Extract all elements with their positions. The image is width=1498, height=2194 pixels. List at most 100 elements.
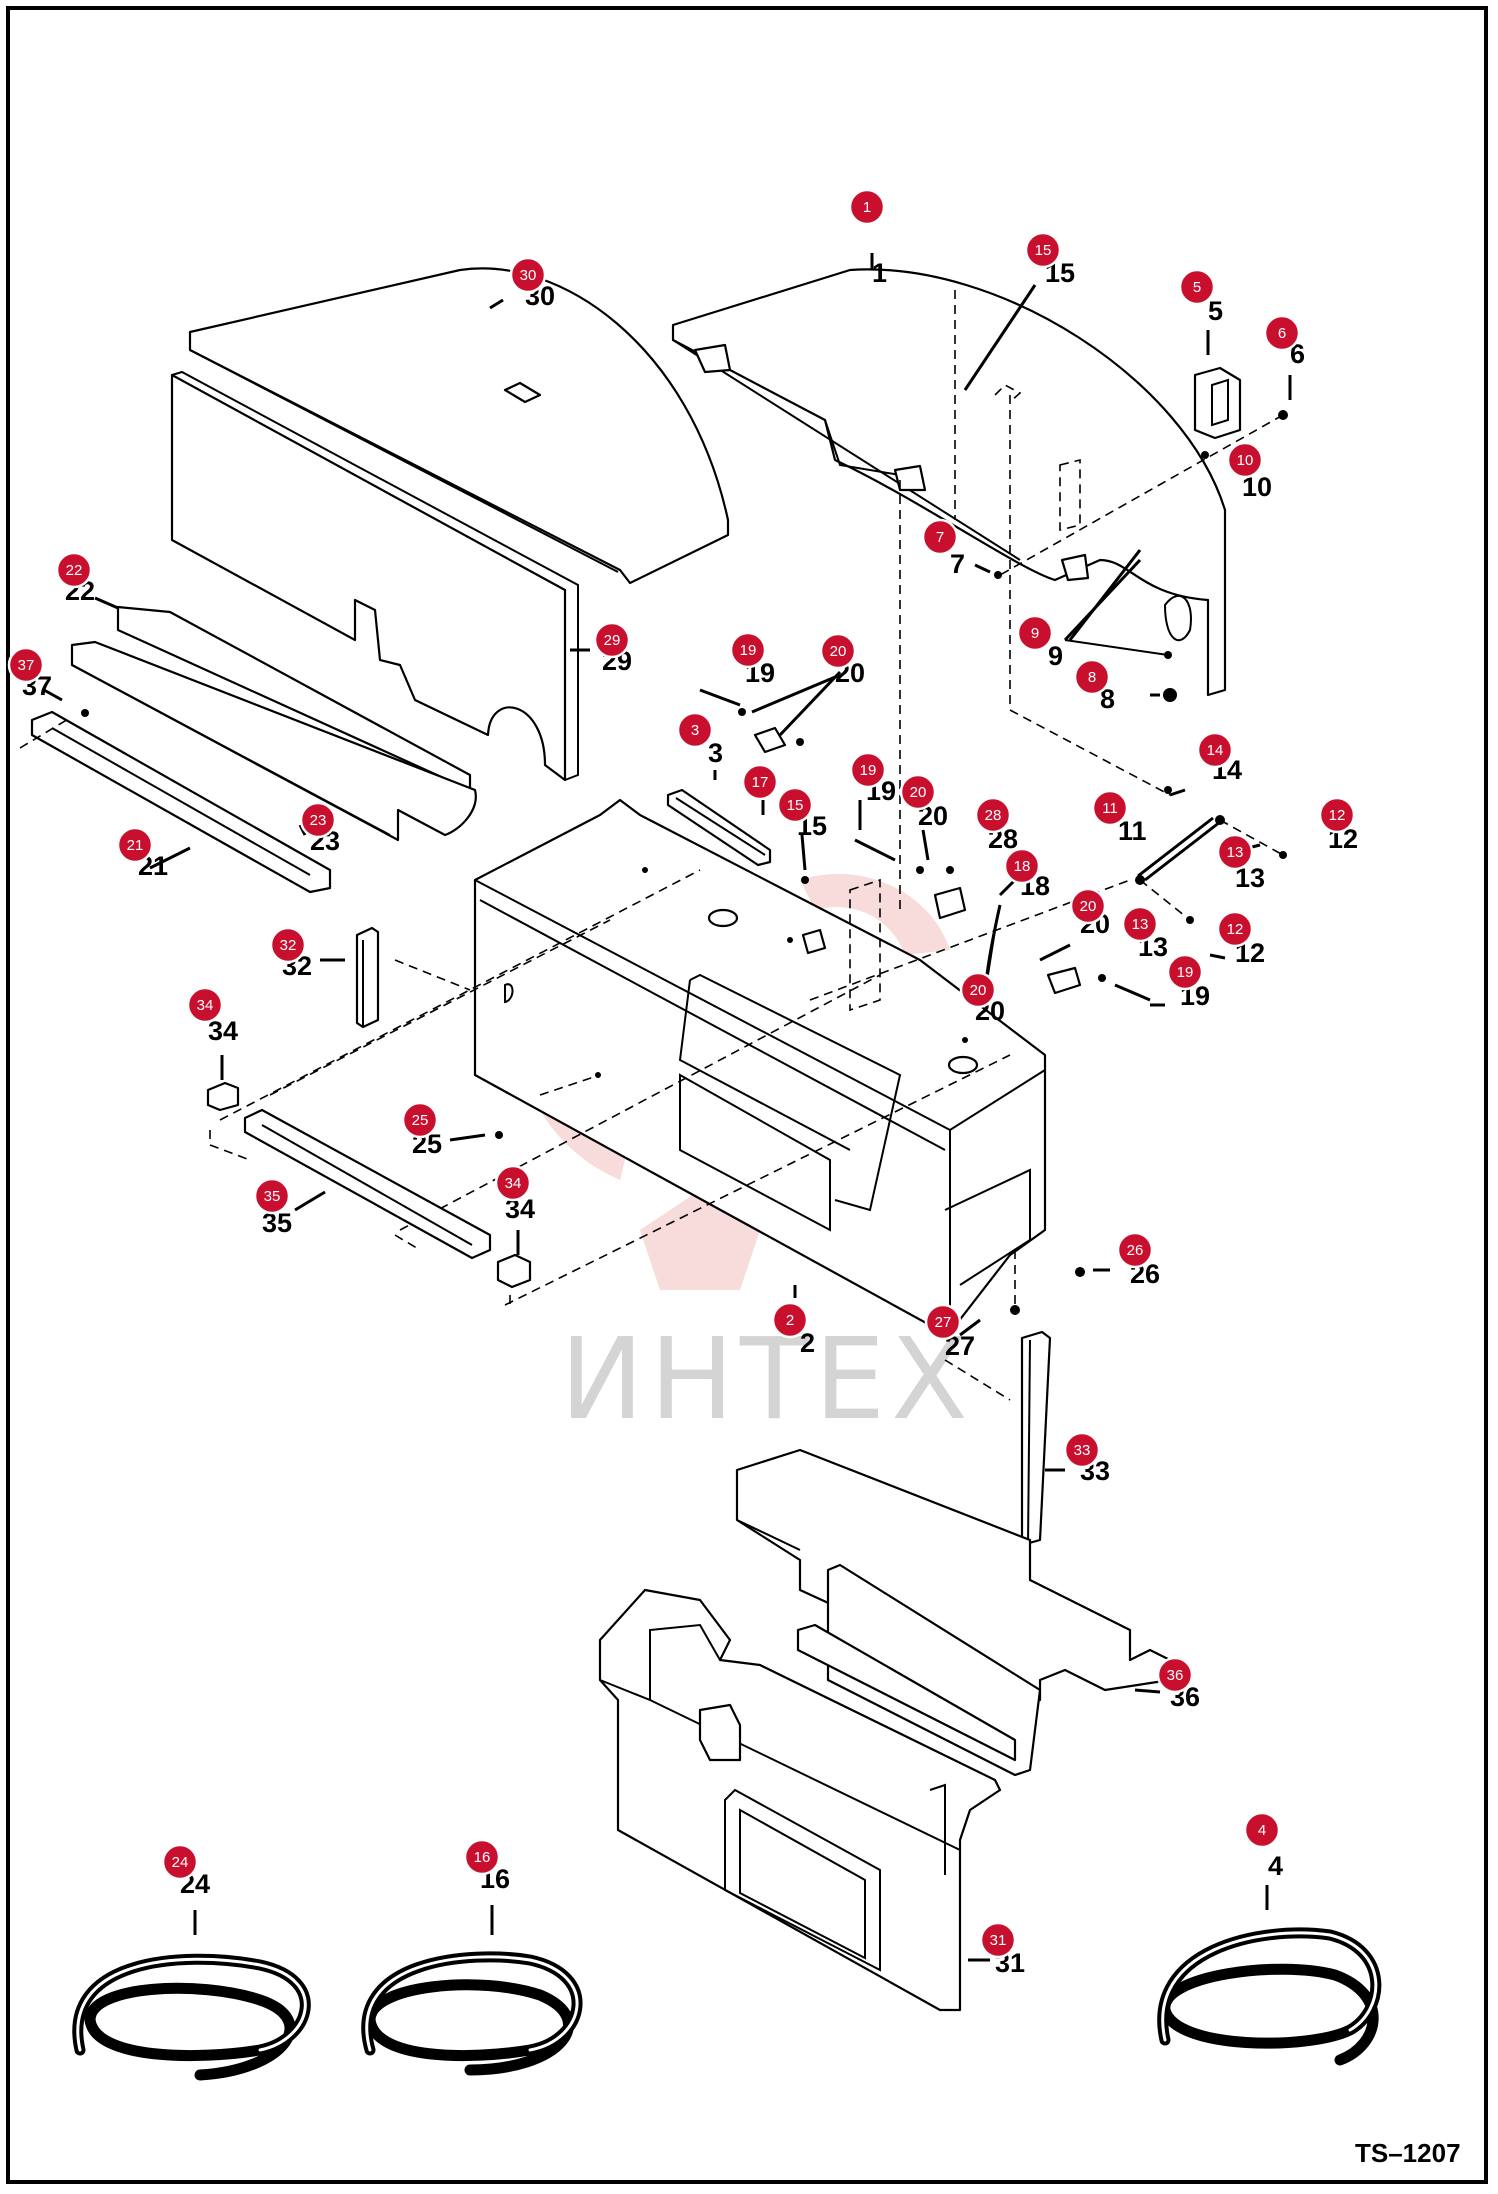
callout-badge-c19[interactable]: 19 — [729, 631, 767, 669]
drawing-reference-code: TS–1207 — [1355, 2138, 1461, 2168]
callout-badge-c32[interactable]: 32 — [269, 926, 307, 964]
callout-circle — [1003, 847, 1041, 885]
callout-badge-c20c[interactable]: 20 — [1069, 887, 1107, 925]
callout-badge-c7[interactable]: 7 — [921, 518, 959, 556]
callout-badge-c18[interactable]: 18 — [1003, 847, 1041, 885]
callout-badge-c36[interactable]: 36 — [1156, 1656, 1194, 1694]
callout-badge-c28[interactable]: 28 — [974, 796, 1012, 834]
part-30-top-panel — [188, 267, 730, 585]
callout-number: 12 — [1329, 807, 1346, 824]
callout-number: 19 — [860, 762, 877, 779]
part-number-l1: 1 — [872, 258, 887, 288]
callout-badge-c13[interactable]: 13 — [1216, 833, 1254, 871]
callout-circle — [1024, 231, 1062, 269]
callout-badge-c29[interactable]: 29 — [593, 621, 631, 659]
callout-number: 14 — [1207, 742, 1224, 759]
callout-number: 6 — [1278, 325, 1286, 342]
callout-number: 34 — [505, 1175, 522, 1192]
callout-number: 36 — [1167, 1667, 1184, 1684]
callout-circle — [1121, 905, 1159, 943]
callout-number: 25 — [412, 1112, 429, 1129]
callout-circle — [1226, 441, 1264, 479]
callout-number: 5 — [1193, 279, 1201, 296]
callout-badge-c21[interactable]: 21 — [116, 826, 154, 864]
callout-number: 35 — [264, 1188, 281, 1205]
callout-badge-c3[interactable]: 3 — [676, 711, 714, 749]
callout-badge-c22[interactable]: 22 — [55, 551, 93, 589]
callout-badge-c23[interactable]: 23 — [299, 801, 337, 839]
part-1-cover — [671, 268, 1227, 697]
callout-badge-c24[interactable]: 24 — [161, 1843, 199, 1881]
assembly-lines — [209, 869, 1011, 1306]
callout-number: 8 — [1088, 669, 1096, 686]
callout-badge-c34b[interactable]: 34 — [494, 1164, 532, 1202]
callout-badge-c20[interactable]: 20 — [819, 632, 857, 670]
callout-number: 21 — [127, 837, 144, 854]
callout-badge-c10[interactable]: 10 — [1226, 441, 1264, 479]
callout-badge-c30[interactable]: 30 — [509, 256, 547, 294]
callout-badge-c4[interactable]: 4 — [1243, 1811, 1281, 1849]
callout-circle — [819, 632, 857, 670]
callout-number: 30 — [520, 267, 537, 284]
callout-badge-c33[interactable]: 33 — [1063, 1431, 1101, 1469]
callout-badge-c25[interactable]: 25 — [401, 1101, 439, 1139]
callout-circle — [116, 826, 154, 864]
part-number-l4: 4 — [1268, 1851, 1283, 1881]
part-32-block — [355, 926, 380, 1029]
part-23-strip — [70, 640, 477, 842]
callout-circle — [741, 763, 779, 801]
callout-badge-c12b[interactable]: 12 — [1216, 910, 1254, 948]
callout-badge-c2[interactable]: 2 — [771, 1301, 809, 1339]
callout-circle — [1243, 1811, 1281, 1849]
callout-badge-c13b[interactable]: 13 — [1121, 905, 1159, 943]
part-4-hose — [1157, 1885, 1382, 2066]
part-34-block-b — [496, 1253, 532, 1289]
part-11-rod — [809, 786, 1287, 1001]
callout-badge-c8[interactable]: 8 — [1073, 658, 1111, 696]
callout-circle — [269, 926, 307, 964]
callout-number: 17 — [752, 774, 769, 791]
callout-badge-c6[interactable]: 6 — [1263, 314, 1301, 352]
callout-circle — [921, 518, 959, 556]
callout-badge-c17[interactable]: 17 — [741, 763, 779, 801]
callout-badge-c5[interactable]: 5 — [1178, 268, 1216, 306]
callout-circle — [186, 986, 224, 1024]
callout-badge-c19c[interactable]: 19 — [1166, 953, 1204, 991]
part-24-hose — [72, 1910, 311, 2081]
callout-badge-c34[interactable]: 34 — [186, 986, 224, 1024]
callout-badge-c19b[interactable]: 19 — [849, 751, 887, 789]
callout-badge-c12[interactable]: 12 — [1318, 796, 1356, 834]
callout-badge-c35[interactable]: 35 — [253, 1177, 291, 1215]
part-3-strip — [666, 788, 772, 867]
callout-circle — [729, 631, 767, 669]
callout-badge-c37[interactable]: 37 — [7, 646, 45, 684]
callout-badge-c15[interactable]: 15 — [1024, 231, 1062, 269]
callout-badge-c26[interactable]: 26 — [1116, 1231, 1154, 1269]
leader-lines — [43, 253, 1261, 1962]
callout-badge-c16[interactable]: 16 — [463, 1838, 501, 1876]
callout-circle — [401, 1101, 439, 1139]
part-2-housing — [473, 798, 1047, 1337]
callout-number: 10 — [1237, 452, 1254, 469]
callout-circle — [979, 1921, 1017, 1959]
callout-circle — [1263, 314, 1301, 352]
part-number-l3: 3 — [708, 738, 723, 768]
callout-badge-c31[interactable]: 31 — [979, 1921, 1017, 1959]
callout-circle — [1073, 658, 1111, 696]
callout-circle — [463, 1838, 501, 1876]
callout-circle — [1091, 789, 1129, 827]
part-35-bar — [243, 1108, 492, 1260]
callout-circle — [776, 786, 814, 824]
callout-badge-c9[interactable]: 9 — [1016, 614, 1054, 652]
callout-badge-c1[interactable]: 1 — [848, 188, 886, 226]
callout-badge-c11[interactable]: 11 — [1091, 789, 1129, 827]
part-16-hose — [361, 1905, 583, 2076]
callout-number: 1 — [863, 199, 871, 216]
callout-badge-c15b[interactable]: 15 — [776, 786, 814, 824]
part-number-l8: 8 — [1100, 684, 1115, 714]
callout-badge-c27[interactable]: 27 — [924, 1303, 962, 1341]
callout-badge-c20b[interactable]: 20 — [899, 773, 937, 811]
callout-badge-c20d[interactable]: 20 — [959, 971, 997, 1009]
callout-badge-c14[interactable]: 14 — [1196, 731, 1234, 769]
